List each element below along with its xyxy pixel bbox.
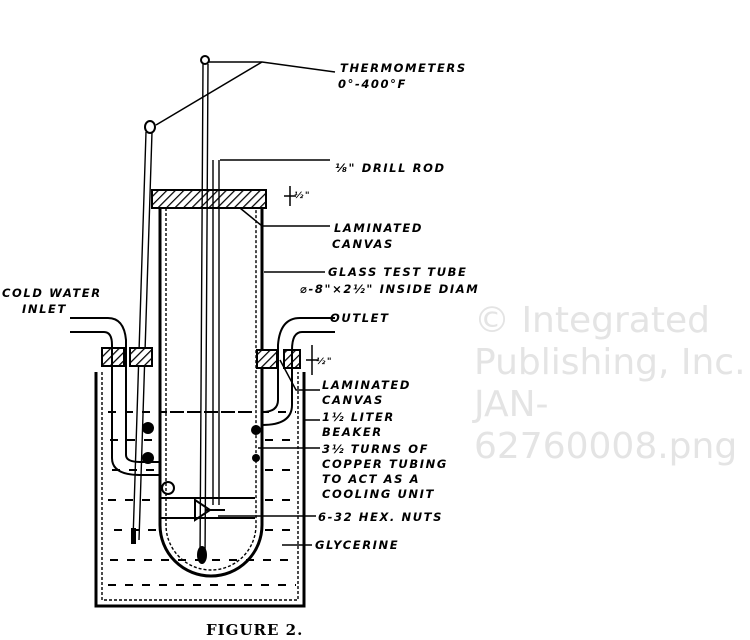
drill-rod — [212, 160, 220, 505]
label-beaker: 1½ LITER — [322, 410, 395, 424]
label-laminated-canvas-top-2: CANVAS — [332, 237, 394, 251]
label-cap-dimension: ½" — [294, 191, 311, 201]
leader-lines — [155, 61, 336, 546]
label-stopper-dimension: ½" — [316, 357, 333, 367]
glass-test-tube — [158, 208, 264, 578]
outlet-stopper — [256, 349, 278, 369]
label-coil-3: TO ACT AS A — [322, 472, 420, 486]
label-inlet: INLET — [22, 302, 67, 316]
watermark-line-3: JAN-62760008.png — [474, 384, 738, 467]
figure-caption: FIGURE 2. — [206, 621, 303, 639]
cooling-coil — [142, 422, 261, 464]
thermometer-stopper — [129, 347, 153, 367]
label-test-tube-size: ⌀-8"×2½" INSIDE DIAM — [300, 282, 479, 296]
label-coil-4: COOLING UNIT — [322, 487, 435, 501]
copper-tubing-outlet — [261, 317, 335, 426]
label-laminated-canvas-low-2: CANVAS — [322, 393, 384, 407]
label-coil-2: COPPER TUBING — [322, 457, 448, 471]
watermark-line-1: © Integrated — [474, 300, 710, 341]
thermometer-left — [131, 120, 156, 544]
thermometer-right — [197, 55, 210, 564]
label-outlet: OUTLET — [330, 311, 390, 325]
label-coil-1: 3½ TURNS OF — [322, 442, 429, 456]
copper-tubing-inlet — [70, 317, 160, 476]
watermark: © Integrated Publishing, Inc. JAN-627600… — [474, 300, 748, 468]
label-beaker-2: BEAKER — [322, 425, 383, 439]
label-thermometers: THERMOMETERS — [340, 61, 467, 75]
label-laminated-canvas-low: LAMINATED — [322, 378, 411, 392]
label-thermometer-range: 0°-400°F — [338, 77, 407, 91]
watermark-line-2: Publishing, Inc. — [474, 342, 746, 383]
labels: THERMOMETERS 0°-400°F ⅛" DRILL ROD ½" LA… — [2, 61, 479, 552]
label-hex-nuts: 6-32 HEX. NUTS — [318, 510, 443, 524]
hex-nuts — [160, 481, 255, 522]
label-cold-water: COLD WATER — [2, 286, 102, 300]
label-drill-rod: ⅛" DRILL ROD — [335, 161, 446, 175]
laminated-canvas-cap — [151, 189, 267, 209]
label-glass-test-tube: GLASS TEST TUBE — [328, 265, 467, 279]
label-laminated-canvas-top: LAMINATED — [334, 221, 423, 235]
label-glycerine: GLYCERINE — [315, 538, 399, 552]
